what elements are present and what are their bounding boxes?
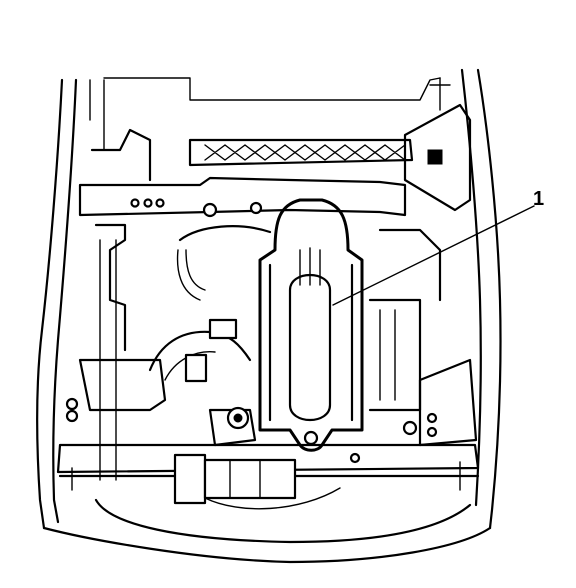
left-side-rail (65, 128, 167, 481)
main-cross-tube (78, 176, 407, 218)
lower-bracket (208, 406, 257, 447)
seat-adjuster-motor (173, 453, 341, 510)
callout-1-label: 1 (533, 188, 544, 210)
callout-1-leader (332, 205, 535, 306)
wiring-harness (148, 225, 272, 383)
right-side-rail (368, 228, 478, 447)
callout-1: 1 (332, 188, 544, 306)
center-actuator-housing (258, 198, 364, 452)
rear-cross-member (188, 103, 472, 212)
